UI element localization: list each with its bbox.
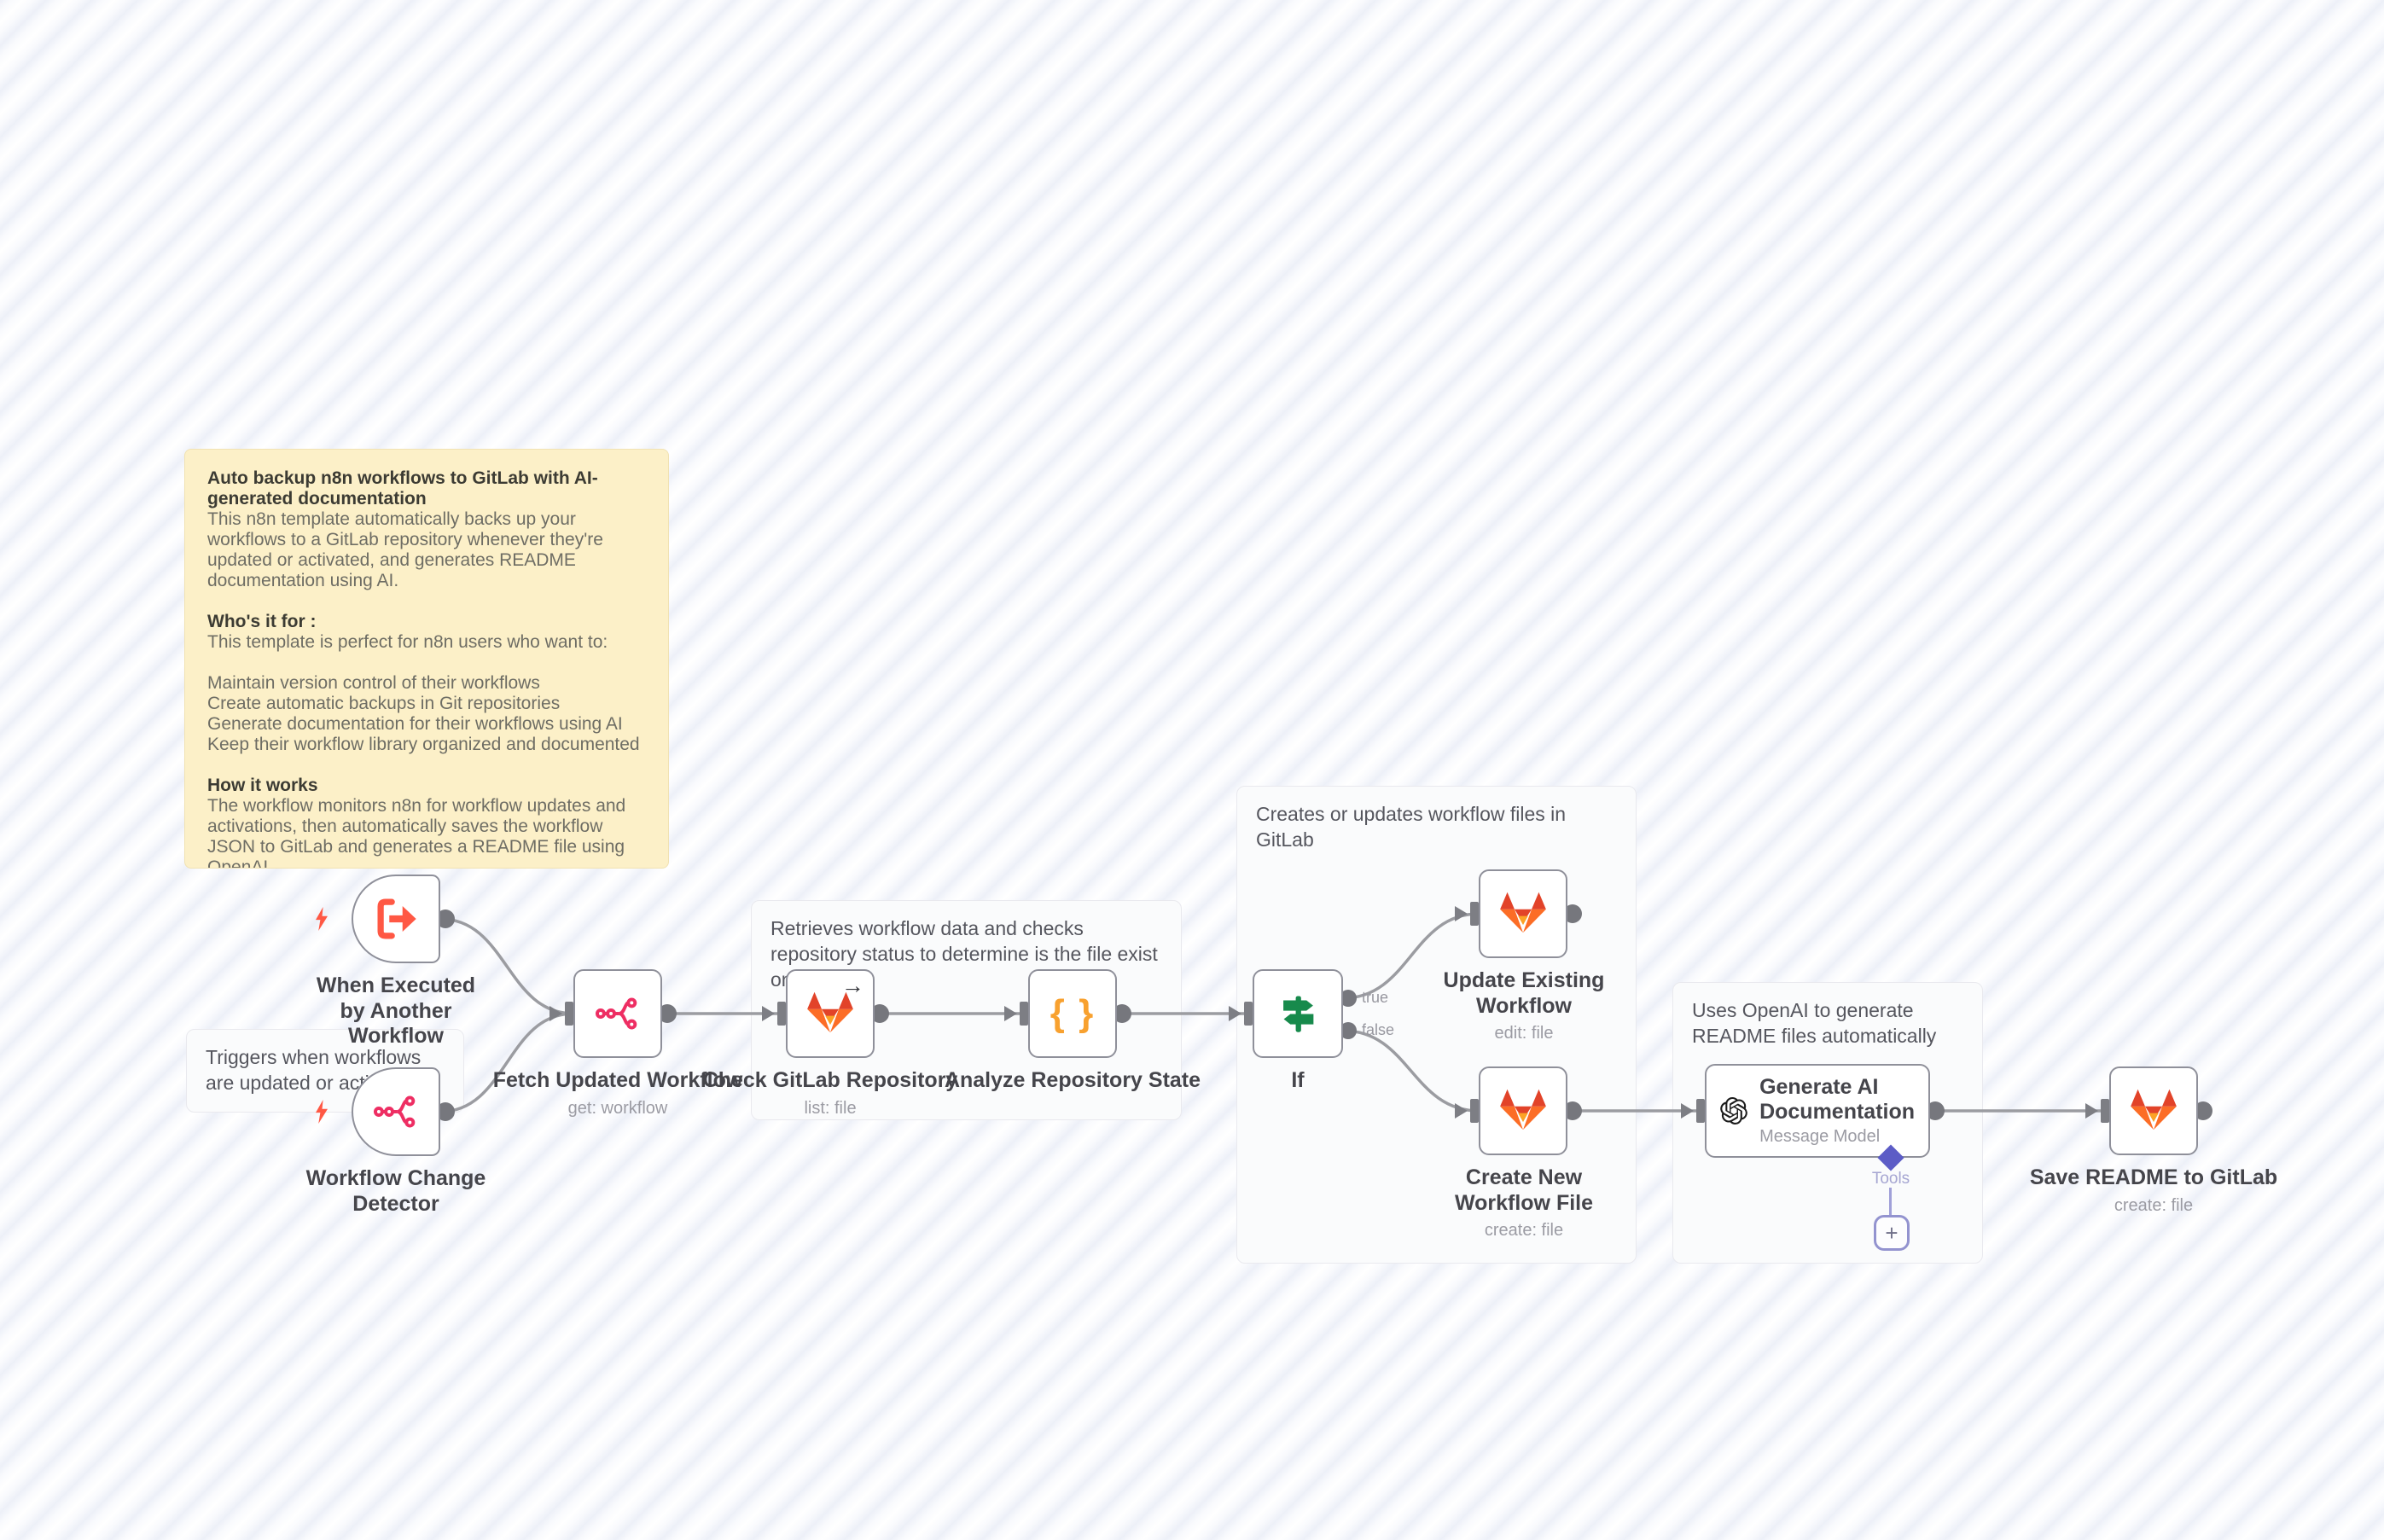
git-branch-icon: [373, 1095, 416, 1128]
output-port: [436, 1102, 455, 1121]
openai-logo-icon: [1720, 1096, 1747, 1125]
input-port: [1470, 902, 1479, 926]
list-item: Keep their workflow library organized an…: [207, 735, 640, 754]
node-when-executed-caption: When Executed by Another Workflow: [302, 973, 490, 1049]
gitlab-tanuki-icon: [1500, 892, 1546, 933]
input-port: [1696, 1099, 1705, 1123]
node-if[interactable]: [1253, 969, 1343, 1058]
list-item: Generate documentation for their workflo…: [207, 714, 623, 734]
input-arrow: [1229, 1006, 1241, 1021]
node-title: Generate AI Documentation: [1759, 1074, 1916, 1124]
node-save-readme[interactable]: [2109, 1066, 2198, 1155]
node-create-file[interactable]: [1479, 1066, 1567, 1155]
node-update-workflow-caption: Update Existing Workflow edit: file: [1427, 968, 1621, 1043]
sticky-how-body: The workflow monitors n8n for workflow u…: [207, 796, 626, 869]
node-title: Create New Workflow File: [1454, 1165, 1594, 1215]
git-branch-icon: [595, 997, 637, 1030]
input-port: [1244, 1002, 1253, 1026]
sign-out-arrow-icon: [377, 898, 416, 939]
tools-port-label: Tools: [1871, 1170, 1910, 1188]
node-generate-docs[interactable]: Generate AI Documentation Message Model: [1705, 1064, 1930, 1158]
output-port: [2194, 1101, 2212, 1120]
lightning-bolt-icon: [316, 1100, 328, 1124]
sticky-note-description[interactable]: Auto backup n8n workflows to GitLab with…: [184, 449, 669, 869]
node-fetch-workflow-caption: Fetch Updated Workflow get: workflow: [490, 1068, 746, 1119]
node-if-caption: If: [1221, 1068, 1375, 1094]
add-tool-button[interactable]: +: [1874, 1215, 1910, 1251]
node-title: Check GitLab Repository: [702, 1068, 958, 1092]
curly-braces-icon: { }: [1050, 992, 1096, 1034]
output-port: [1563, 1101, 1582, 1120]
if-output-label-true: true: [1362, 989, 1389, 1006]
output-port: [870, 1004, 889, 1023]
node-title: Workflow Change Detector: [305, 1166, 486, 1216]
sticky-intro: This n8n template automatically backs up…: [207, 509, 603, 590]
output-port-false: [1340, 1022, 1357, 1039]
input-port: [1020, 1002, 1028, 1026]
output-port-true: [1340, 990, 1357, 1007]
input-port: [1470, 1099, 1479, 1123]
plus-icon: +: [1885, 1219, 1898, 1246]
signpost-icon: [1283, 996, 1314, 1032]
node-fetch-workflow[interactable]: [573, 969, 662, 1058]
lightning-bolt-icon: [316, 907, 328, 931]
input-arrow: [549, 1006, 562, 1021]
input-arrow: [1455, 906, 1468, 921]
input-arrow: [1004, 1006, 1017, 1021]
input-port: [565, 1002, 573, 1026]
node-change-detector-caption: Workflow Change Detector: [302, 1166, 490, 1217]
if-output-label-false: false: [1362, 1021, 1395, 1038]
input-arrow: [1681, 1103, 1694, 1119]
node-subtitle: create: file: [2114, 1195, 2194, 1215]
node-subtitle: list: file: [804, 1098, 857, 1118]
node-analyze-state[interactable]: { }: [1028, 969, 1117, 1058]
node-change-detector[interactable]: [352, 1067, 440, 1156]
note-gitlab-files-text: Creates or updates workflow files in Git…: [1256, 803, 1567, 851]
node-title: Save README to GitLab: [2029, 1165, 2278, 1189]
sticky-who-intro: This template is perfect for n8n users w…: [207, 632, 608, 652]
node-when-executed[interactable]: [352, 875, 440, 963]
node-check-gitlab[interactable]: →: [786, 969, 875, 1058]
input-port: [777, 1002, 786, 1026]
list-item: Maintain version control of their workfl…: [207, 673, 540, 693]
input-arrow: [1455, 1103, 1468, 1119]
node-save-readme-caption: Save README to GitLab create: file: [2009, 1165, 2299, 1216]
sticky-title: Auto backup n8n workflows to GitLab with…: [207, 468, 598, 508]
sticky-who-heading: Who's it for :: [207, 612, 317, 631]
input-port: [2101, 1099, 2109, 1123]
node-title: Analyze Repository State: [944, 1068, 1201, 1092]
arrow-right-icon: →: [841, 973, 864, 998]
list-item: Create automatic backups in Git reposito…: [207, 694, 561, 713]
node-subtitle: get: workflow: [567, 1098, 668, 1118]
node-generate-docs-text: Generate AI Documentation Message Model: [1759, 1075, 1915, 1148]
output-port: [1113, 1004, 1131, 1023]
note-trigger[interactable]: Triggers when workflows are updated or a…: [186, 1029, 464, 1113]
output-port: [1563, 904, 1582, 923]
input-arrow: [762, 1006, 775, 1021]
gitlab-tanuki-icon: [1500, 1089, 1546, 1130]
output-port: [436, 909, 455, 928]
node-update-workflow[interactable]: [1479, 869, 1567, 958]
input-arrow: [2085, 1103, 2098, 1119]
node-title: Fetch Updated Workflow: [492, 1068, 743, 1092]
tools-connector-line: [1889, 1188, 1892, 1216]
output-port: [1926, 1101, 1945, 1120]
node-subtitle: create: file: [1484, 1221, 1564, 1240]
node-create-file-caption: Create New Workflow File create: file: [1417, 1165, 1631, 1241]
sticky-how-heading: How it works: [207, 776, 318, 795]
node-title: If: [1291, 1068, 1305, 1092]
node-subtitle: edit: file: [1494, 1024, 1554, 1043]
output-port: [658, 1004, 677, 1023]
node-subtitle: Message Model: [1759, 1127, 1881, 1147]
sticky-who-list: Maintain version control of their workfl…: [207, 673, 646, 755]
node-analyze-state-caption: Analyze Repository State: [936, 1068, 1209, 1094]
gitlab-tanuki-icon: [2131, 1089, 2177, 1130]
node-title: Update Existing Workflow: [1443, 968, 1605, 1018]
node-check-gitlab-caption: Check GitLab Repository list: file: [698, 1068, 962, 1119]
node-title: When Executed by Another Workflow: [316, 973, 476, 1048]
note-openai-text: Uses OpenAI to generate README files aut…: [1692, 999, 1937, 1047]
gitlab-tanuki-icon: [807, 991, 853, 1033]
note-trigger-text: Triggers when workflows are updated or a…: [206, 1046, 422, 1094]
